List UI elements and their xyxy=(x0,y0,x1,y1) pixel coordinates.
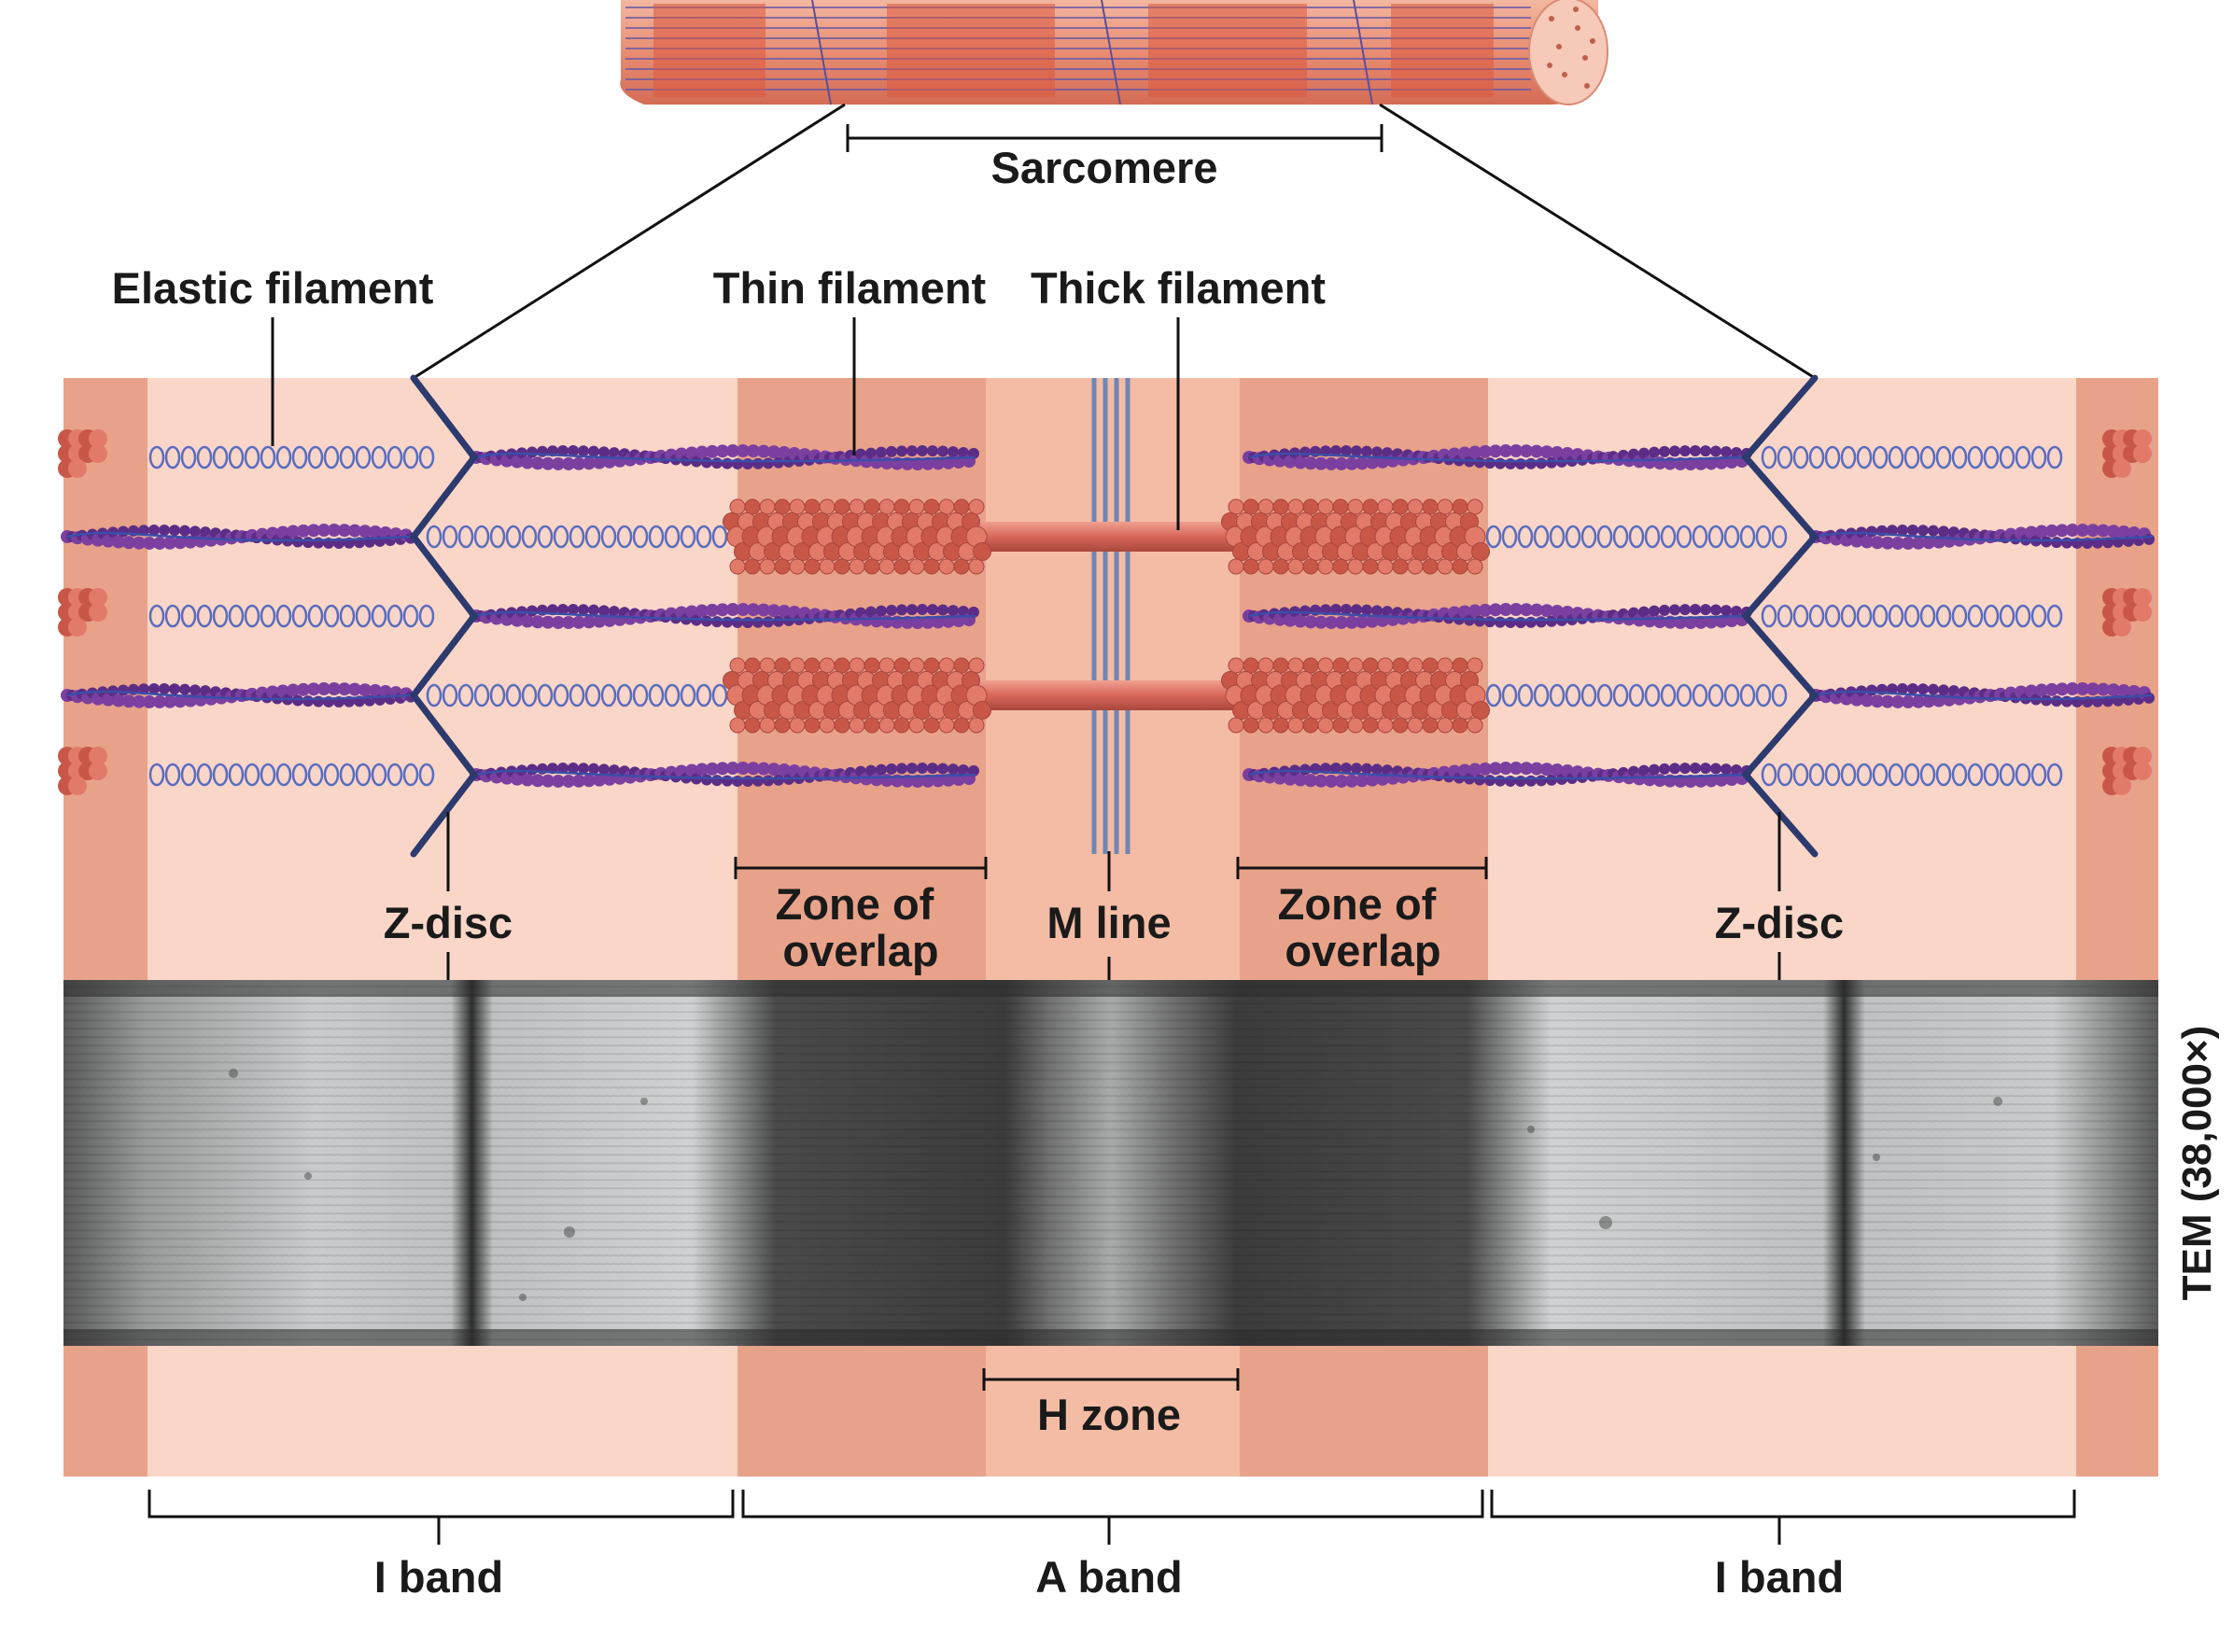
a-band-edge-left xyxy=(63,378,147,980)
elastic-filament xyxy=(426,683,728,707)
thick-filament-label: Thick filament xyxy=(1031,263,1326,313)
zone-overlap-right-label: Zone of overlap xyxy=(1278,879,1449,975)
h-zone-region xyxy=(986,378,1240,980)
elastic-filament xyxy=(148,763,435,787)
myosin-head-cluster xyxy=(58,747,107,795)
elastic-filament xyxy=(1761,763,2063,787)
z-disc-right-label: Z-disc xyxy=(1715,898,1844,947)
a-band-bracket xyxy=(741,1490,1484,1545)
elastic-filament xyxy=(1761,604,2063,628)
thin-filament xyxy=(1243,444,1752,470)
myosin-head-cluster xyxy=(2102,747,2152,795)
elastic-filament xyxy=(148,445,435,469)
bottom-band-strip xyxy=(63,1346,2158,1477)
zone-overlap-left-line1: Zone of xyxy=(776,879,934,929)
i-band-right-bracket xyxy=(1490,1490,2076,1545)
zone-overlap-left-line2: overlap xyxy=(782,926,938,975)
z-disc-left xyxy=(409,374,479,858)
h-zone-bracket xyxy=(982,1368,1240,1391)
elastic-filament xyxy=(1485,683,1788,707)
a-band-label: A band xyxy=(1035,1552,1183,1602)
i-band-right-label: I band xyxy=(1715,1552,1844,1602)
thick-filament xyxy=(723,498,1490,575)
tem-label: TEM (38,000×) xyxy=(2174,1026,2220,1301)
thin-filament xyxy=(1243,762,1752,788)
thin-filament xyxy=(1809,524,2155,550)
thin-filament xyxy=(1809,682,2155,708)
m-line xyxy=(1091,378,1131,854)
i-band-left-region xyxy=(147,378,737,980)
z-disc-right xyxy=(1741,374,1819,858)
filament-panel xyxy=(58,374,2158,980)
i-band-right-region xyxy=(1488,378,2076,980)
zone-overlap-left-label: Zone of overlap xyxy=(776,879,947,975)
thin-filament-label: Thin filament xyxy=(713,263,987,313)
elastic-filament xyxy=(1485,525,1788,549)
thin-filament xyxy=(470,762,979,788)
a-band-edge-right xyxy=(2076,378,2158,980)
elastic-filament xyxy=(1761,445,2063,469)
z-disc-left-label: Z-disc xyxy=(384,898,513,947)
elastic-filament xyxy=(148,604,435,628)
h-zone-label: H zone xyxy=(1037,1390,1181,1439)
myosin-head-cluster xyxy=(58,588,107,637)
zone-overlap-right-line2: overlap xyxy=(1285,926,1440,975)
thin-filament xyxy=(61,682,416,708)
myosin-head-cluster xyxy=(58,429,107,478)
overlap-left-bracket xyxy=(734,857,988,879)
thick-filament xyxy=(723,657,1490,734)
m-line-label: M line xyxy=(1046,898,1171,947)
i-band-left-label: I band xyxy=(374,1552,503,1602)
i-band-left-bracket xyxy=(147,1490,735,1545)
myosin-head-cluster xyxy=(2102,429,2152,478)
tem-micrograph xyxy=(63,980,2158,1346)
muscle-fiber-illustration xyxy=(620,0,1608,105)
zoom-lines xyxy=(413,103,1816,380)
overlap-right-bracket xyxy=(1236,857,1488,879)
elastic-filament-label: Elastic filament xyxy=(112,263,434,313)
myosin-head-cluster xyxy=(2102,588,2152,637)
sarcomere-label: Sarcomere xyxy=(991,143,1218,192)
zone-overlap-right-line1: Zone of xyxy=(1278,879,1437,929)
thin-filament xyxy=(61,524,416,550)
thin-filament xyxy=(470,444,979,470)
sarcomere-bracket xyxy=(846,124,1383,152)
thin-filament xyxy=(1243,603,1752,629)
elastic-filament xyxy=(426,525,728,549)
